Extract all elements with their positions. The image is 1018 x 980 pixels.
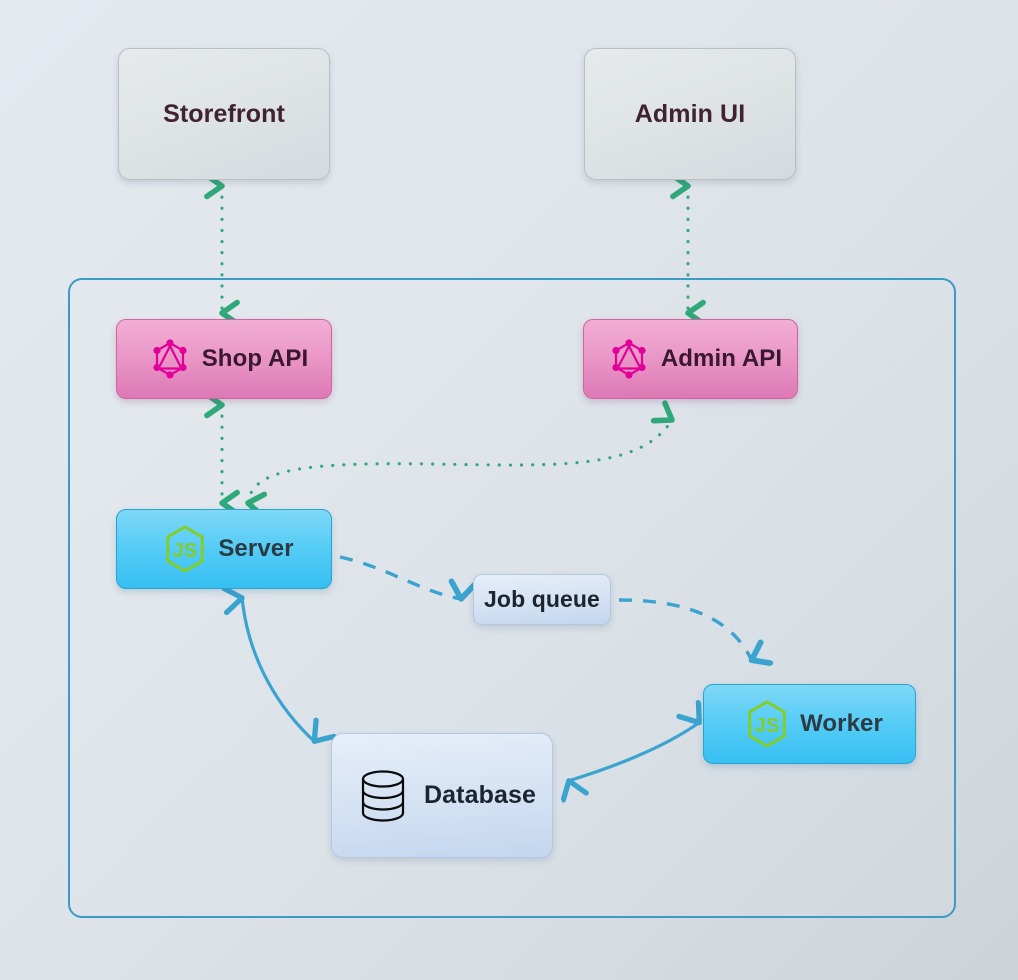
node-admin-api[interactable]: Admin API xyxy=(583,319,798,399)
node-admin-ui[interactable]: Admin UI xyxy=(584,48,796,180)
node-job-queue-label: Job queue xyxy=(484,586,600,612)
node-shop-api-label: Shop API xyxy=(201,345,309,372)
nodejs-icon: JS xyxy=(744,700,790,748)
node-database-label: Database xyxy=(424,781,536,809)
node-database[interactable]: Database xyxy=(331,733,553,858)
node-job-queue[interactable]: Job queue xyxy=(473,574,611,625)
node-storefront-label: Storefront xyxy=(163,99,285,128)
node-worker[interactable]: JS Worker xyxy=(703,684,916,764)
node-admin-api-label: Admin API xyxy=(660,345,783,372)
svg-text:JS: JS xyxy=(173,540,198,562)
node-shop-api[interactable]: Shop API xyxy=(116,319,332,399)
node-storefront[interactable]: Storefront xyxy=(118,48,330,180)
node-server[interactable]: JS Server xyxy=(116,509,332,589)
nodejs-icon: JS xyxy=(162,525,208,573)
node-admin-ui-label: Admin UI xyxy=(634,99,746,128)
graphql-icon xyxy=(148,337,192,381)
database-icon xyxy=(358,769,408,823)
node-worker-label: Worker xyxy=(800,710,883,737)
node-server-label: Server xyxy=(218,535,294,562)
svg-text:JS: JS xyxy=(755,715,780,737)
graphql-icon xyxy=(607,337,651,381)
